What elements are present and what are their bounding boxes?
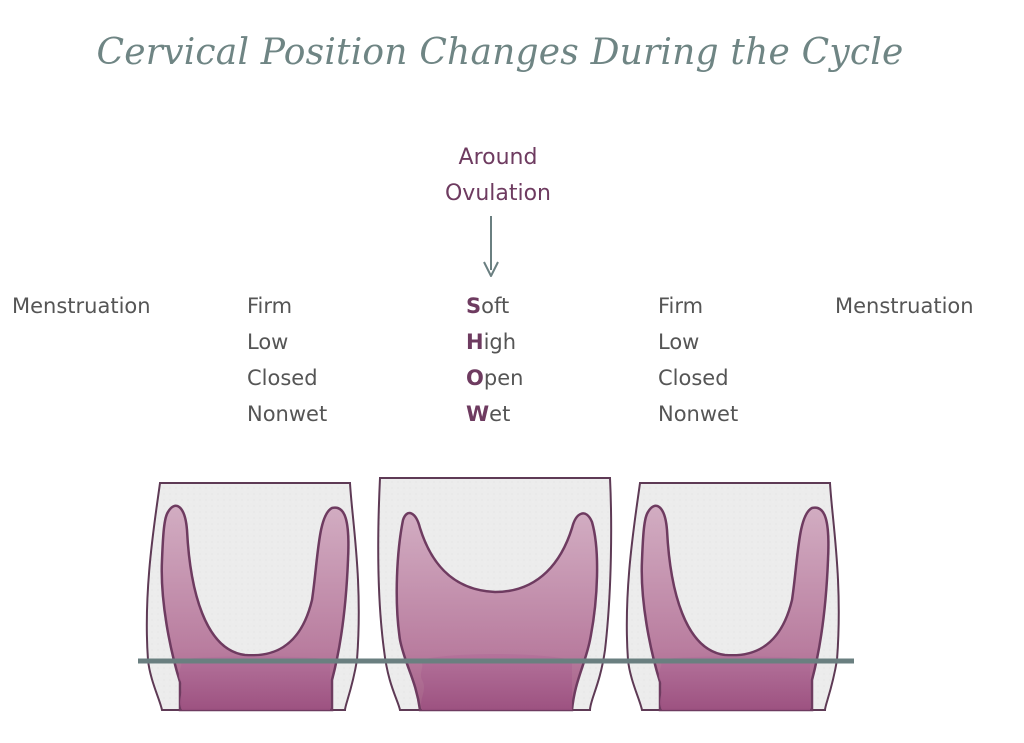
ovulation-label-line-1: Around xyxy=(458,145,538,170)
shown-trait-soft: Soft xyxy=(466,288,523,324)
ovulation-label: Around Ovulation xyxy=(398,140,598,212)
shown-trait-wet: Wet xyxy=(466,396,523,432)
left-trait-closed: Closed xyxy=(247,366,318,390)
left-trait-low: Low xyxy=(247,330,289,354)
ovulation-cervix-shape xyxy=(377,477,613,712)
shown-trait-high: High xyxy=(466,324,523,360)
right-trait-firm: Firm xyxy=(658,294,704,318)
diagram-title: Cervical Position Changes During the Cyc… xyxy=(96,32,904,73)
right-cervix-shape xyxy=(625,482,840,712)
right-cervix-traits: Firm Low Closed Nonwet xyxy=(658,288,738,432)
shown-letter-w: W xyxy=(466,402,490,426)
shown-letter-s: S xyxy=(466,294,482,318)
ovulation-cervix-traits: Soft High Open Wet xyxy=(466,288,523,432)
shown-rest-open: pen xyxy=(483,366,524,390)
shown-rest-high: igh xyxy=(483,330,517,354)
right-trait-nonwet: Nonwet xyxy=(658,402,739,426)
shown-letter-h: H xyxy=(466,330,484,354)
phase-label-right: Menstruation xyxy=(835,294,974,318)
shown-rest-soft: oft xyxy=(481,294,510,318)
shown-rest-wet: et xyxy=(489,402,511,426)
right-trait-low: Low xyxy=(658,330,700,354)
left-cervix-shape xyxy=(145,482,360,712)
right-trait-closed: Closed xyxy=(658,366,729,390)
shown-trait-open: Open xyxy=(466,360,523,396)
left-trait-firm: Firm xyxy=(247,294,293,318)
shown-letter-o: O xyxy=(466,366,484,390)
ovulation-label-line-2: Ovulation xyxy=(444,181,551,206)
left-trait-nonwet: Nonwet xyxy=(247,402,328,426)
phase-label-left: Menstruation xyxy=(12,294,151,318)
down-arrow-icon xyxy=(483,216,499,277)
left-cervix-traits: Firm Low Closed Nonwet xyxy=(247,288,327,432)
